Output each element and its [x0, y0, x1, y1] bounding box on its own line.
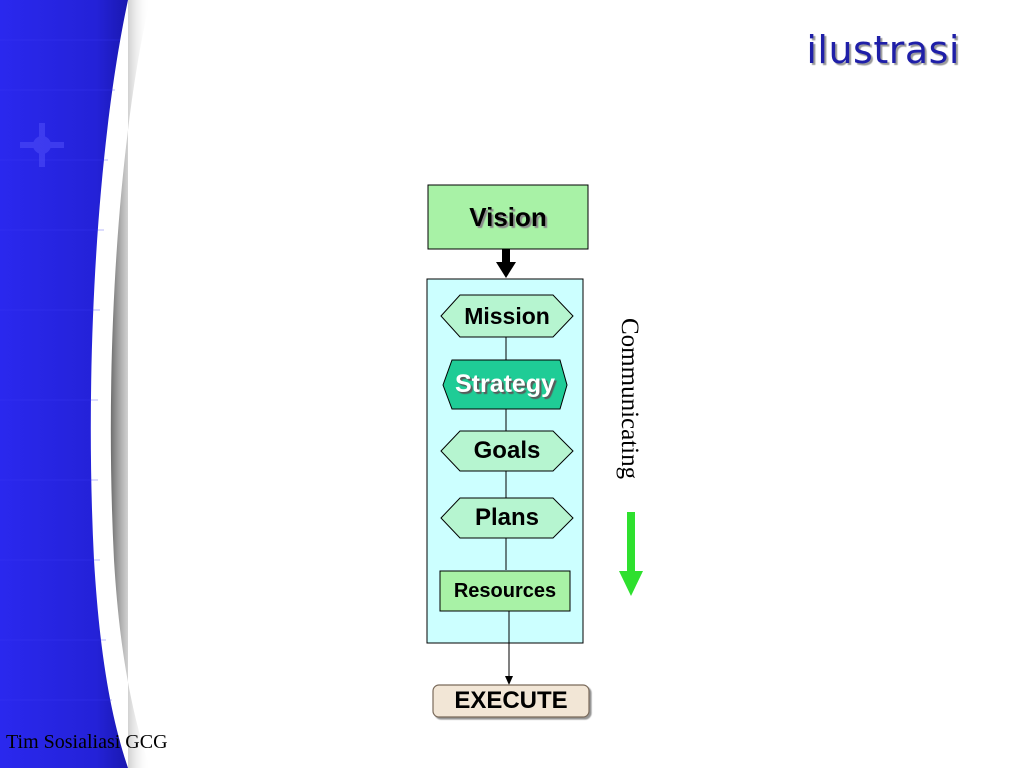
resources-box — [439, 570, 571, 612]
goals-hexagon — [440, 430, 574, 472]
sidebar-shadow — [110, 0, 150, 768]
star-motif-icon — [20, 123, 64, 167]
slide-title: ilustrasi — [806, 28, 960, 72]
strategy-hexagon — [442, 359, 568, 410]
plans-hexagon — [440, 497, 574, 539]
sidebar-bar — [0, 0, 128, 768]
communicating-arrow-shaft — [627, 512, 635, 572]
execute-label: EXECUTE — [454, 687, 568, 714]
vision-arrow-shaft — [502, 249, 510, 263]
communicating-arrow-head — [619, 571, 643, 596]
resources-label: Resources — [453, 579, 557, 602]
goals-label: Goals — [473, 437, 541, 464]
strategy-label: Strategy — [454, 370, 556, 398]
execute-box — [432, 684, 590, 718]
mission-hexagon — [440, 294, 574, 338]
communicating-label: Communicating — [616, 318, 643, 480]
plans-label: Plans — [474, 504, 540, 531]
vision-box — [427, 184, 589, 250]
execute-arrow-head — [505, 676, 513, 685]
slide-footer: Tim Sosialiasi GCG — [6, 731, 168, 753]
mission-label: Mission — [464, 302, 550, 329]
vision-label: Vision — [469, 201, 547, 232]
vision-arrow-head — [496, 262, 516, 278]
sidebar-texture — [0, 39, 120, 701]
